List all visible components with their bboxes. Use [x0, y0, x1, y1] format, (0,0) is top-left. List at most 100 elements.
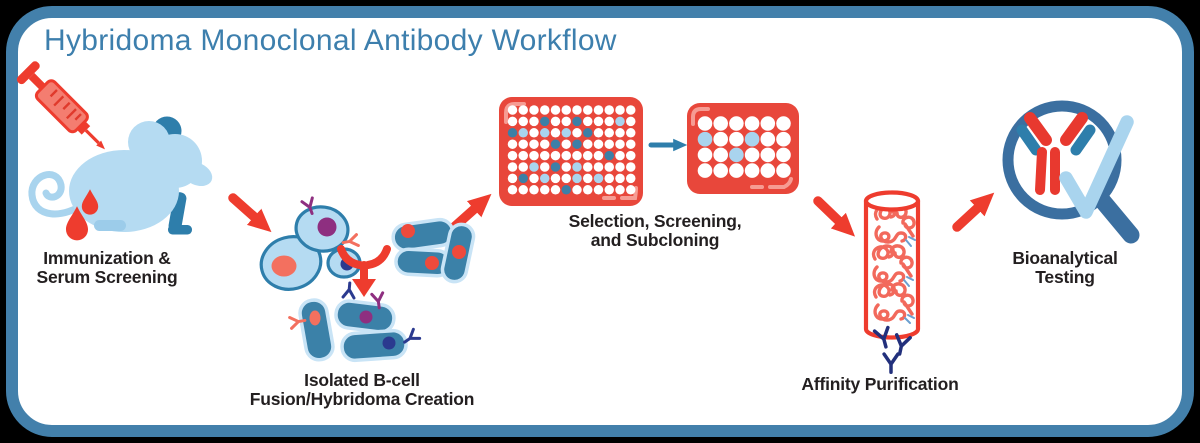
well — [518, 150, 528, 161]
well — [540, 128, 550, 138]
mouse-tail — [28, 171, 92, 218]
well — [518, 128, 528, 138]
well — [583, 162, 593, 172]
well — [507, 116, 518, 127]
well — [593, 128, 604, 138]
well — [561, 105, 571, 115]
well — [744, 147, 760, 163]
bcell-cluster — [259, 196, 362, 300]
well — [540, 150, 550, 161]
well — [615, 105, 625, 115]
well — [540, 162, 550, 172]
large-plate-wells — [507, 105, 636, 195]
well — [626, 173, 636, 184]
well — [550, 185, 561, 195]
well — [729, 147, 744, 163]
well-plate-24-icon — [687, 103, 799, 194]
well — [593, 116, 604, 127]
label-line: Immunization & — [43, 248, 171, 268]
well — [561, 173, 571, 184]
step-label-testing: Bioanalytical Testing — [965, 249, 1165, 286]
well — [626, 105, 636, 115]
well — [529, 150, 539, 161]
well — [529, 139, 539, 149]
well — [744, 116, 760, 131]
well — [713, 116, 728, 131]
well — [507, 139, 518, 149]
magnifier-handle — [1092, 190, 1140, 244]
well — [615, 139, 625, 149]
well — [615, 150, 625, 161]
well — [561, 128, 571, 138]
well — [593, 173, 604, 184]
well — [760, 131, 776, 147]
plate-highlight — [691, 107, 710, 126]
well — [583, 150, 593, 161]
well — [572, 116, 582, 127]
well — [529, 116, 539, 127]
well — [713, 147, 728, 163]
well — [507, 150, 518, 161]
well — [604, 150, 614, 161]
well — [593, 185, 604, 195]
plate-highlight — [602, 186, 638, 200]
well — [593, 162, 604, 172]
well — [518, 162, 528, 172]
well — [729, 116, 744, 131]
arrow-step1-step2 — [228, 193, 272, 233]
well — [507, 185, 518, 195]
well — [713, 163, 728, 178]
well — [604, 128, 614, 138]
well — [561, 185, 571, 195]
well — [697, 163, 713, 178]
well — [626, 116, 636, 127]
well — [529, 162, 539, 172]
well — [529, 105, 539, 115]
well — [604, 173, 614, 184]
well — [540, 116, 550, 127]
well — [518, 185, 528, 195]
well — [529, 185, 539, 195]
plate-highlight — [750, 177, 793, 189]
mouse-body — [69, 150, 179, 232]
well — [583, 185, 593, 195]
syringe-icon — [16, 61, 106, 150]
mouse-rear-foot — [94, 220, 126, 231]
plate-highlight — [504, 102, 526, 124]
label-line: Testing — [1035, 266, 1095, 287]
well — [697, 116, 713, 131]
well — [776, 163, 791, 178]
well — [744, 131, 760, 147]
well — [550, 173, 561, 184]
well — [540, 173, 550, 184]
label-line: Isolated B-cell — [304, 370, 420, 390]
well — [626, 162, 636, 172]
well — [604, 162, 614, 172]
affinity-column-icon — [863, 190, 921, 374]
well-plate-96-icon — [499, 97, 643, 206]
label-line: Fusion/Hybridoma Creation — [249, 388, 475, 409]
well — [729, 163, 744, 178]
arrow-step3-step4 — [813, 196, 856, 237]
well — [626, 185, 636, 195]
label-line: Selection, Screening, — [568, 211, 742, 231]
well — [518, 173, 528, 184]
well — [518, 105, 528, 115]
well — [572, 105, 582, 115]
diagram-panel — [6, 6, 1194, 437]
well — [550, 128, 561, 138]
arrow-step4-step5 — [952, 192, 995, 232]
well — [561, 162, 571, 172]
label-line: Serum Screening — [36, 266, 178, 287]
well — [507, 128, 518, 138]
hybridoma-cluster — [288, 291, 422, 363]
well — [583, 116, 593, 127]
antibody-icon — [1016, 112, 1096, 195]
well — [507, 105, 518, 115]
well — [626, 128, 636, 138]
protein-squiggles — [871, 204, 916, 324]
mouse-snout — [181, 161, 213, 187]
well — [572, 150, 582, 161]
